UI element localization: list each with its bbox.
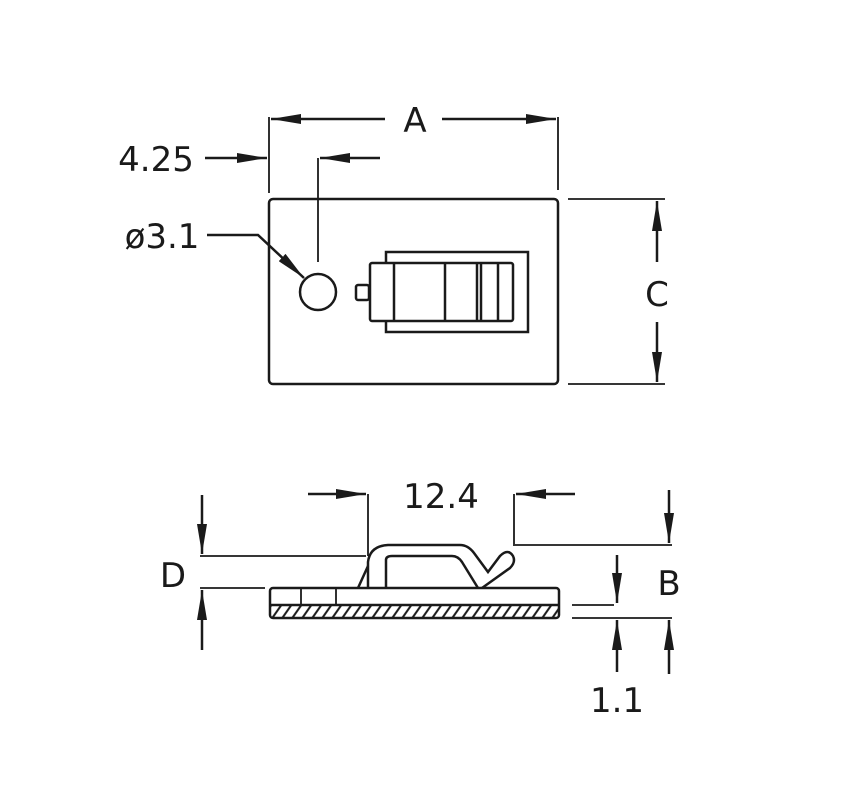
dimension-b: B xyxy=(515,490,681,674)
dimension-thickness: 1.1 xyxy=(572,555,644,721)
dim-hole-label: ø3.1 xyxy=(125,217,200,257)
buckle-outline xyxy=(354,250,530,334)
top-view: A 4.25 ø3.1 C xyxy=(118,101,669,386)
dim-thickness-label: 1.1 xyxy=(590,681,644,721)
dimension-width: 12.4 xyxy=(308,477,575,556)
dimension-c: C xyxy=(568,198,669,385)
dim-a-label: A xyxy=(403,101,426,141)
dim-c-label: C xyxy=(645,275,669,315)
dimension-hole-diameter: ø3.1 xyxy=(125,217,305,279)
dim-width-label: 12.4 xyxy=(403,477,479,517)
mounting-hole xyxy=(298,272,338,312)
base-section xyxy=(268,586,561,620)
dim-d-label: D xyxy=(160,556,186,596)
adhesive-hatch xyxy=(271,605,558,617)
side-view: 12.4 D B 1.1 xyxy=(160,477,681,721)
clip-profile xyxy=(356,543,516,590)
dimension-hole-offset: 4.25 xyxy=(118,140,380,262)
dimension-a: A xyxy=(268,101,559,193)
dim-offset-label: 4.25 xyxy=(118,140,194,180)
base-plate-outline xyxy=(267,197,560,386)
dim-b-label: B xyxy=(657,564,680,604)
dimension-d: D xyxy=(160,495,366,650)
